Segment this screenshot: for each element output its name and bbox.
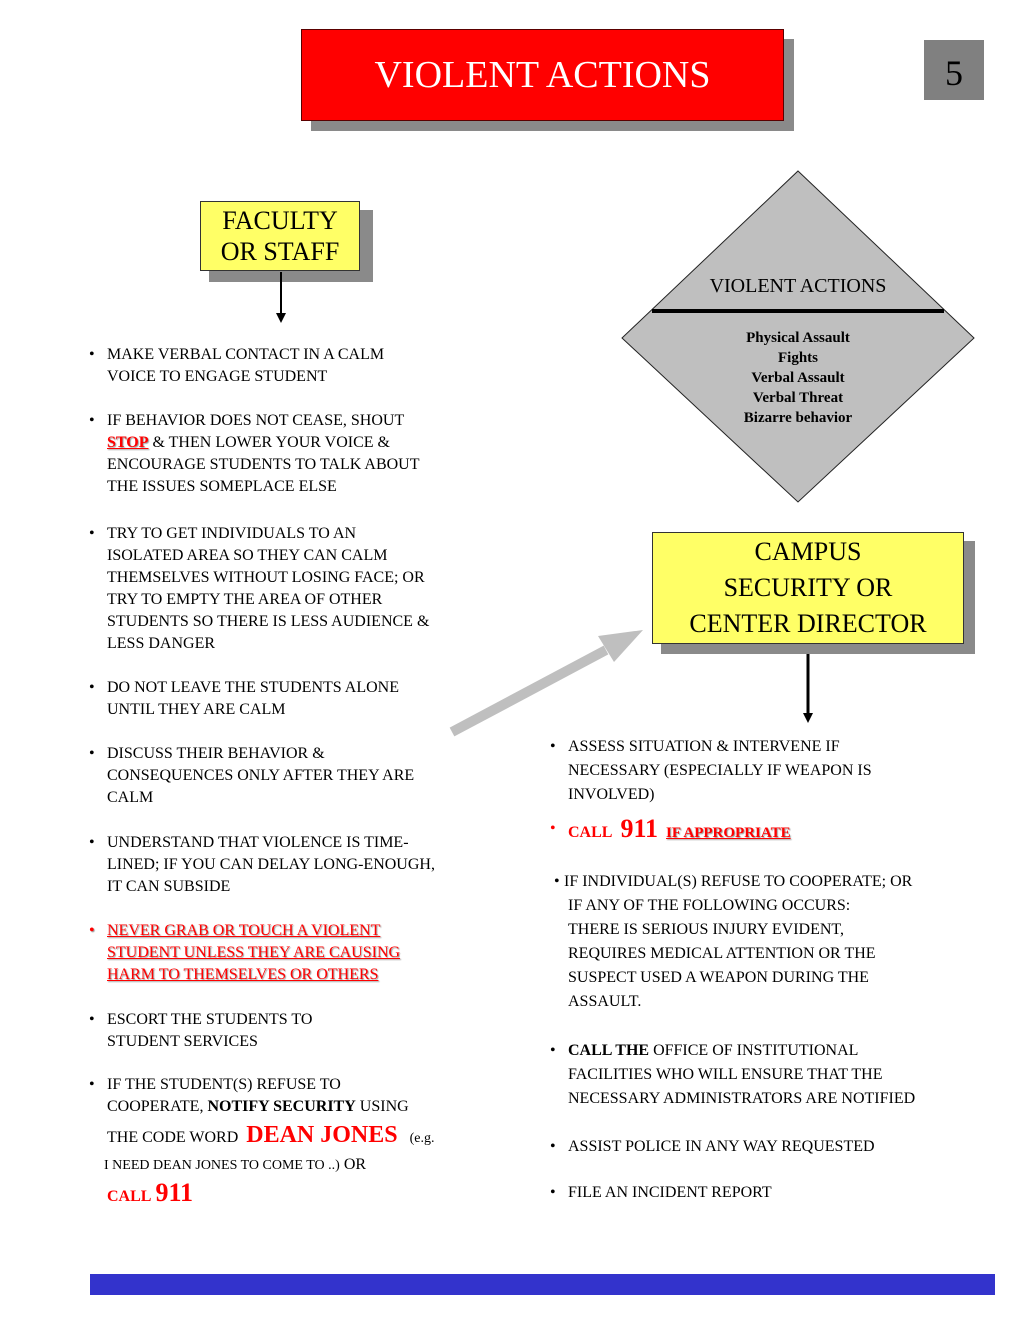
diamond-item: Fights bbox=[777, 350, 818, 366]
list-item: • IF THE STUDENT(S) REFUSE TO COOPERATE,… bbox=[89, 1076, 435, 1207]
list-item: • IF INDIVIDUAL(S) REFUSE TO COOPERATE; … bbox=[554, 873, 913, 1010]
list-item: • CALL 911 IF APPROPRIATE bbox=[550, 814, 791, 843]
security-line: CAMPUS bbox=[754, 537, 862, 567]
list-item: • ASSESS SITUATION & INTERVENE IF NECESS… bbox=[550, 738, 872, 803]
footer-bar bbox=[90, 1274, 995, 1295]
page-number: 5 bbox=[924, 40, 984, 100]
page-title: VIOLENT ACTIONS bbox=[301, 29, 784, 121]
list-item: • CALL THE OFFICE OF INSTITUTIONAL FACIL… bbox=[550, 1042, 916, 1107]
list-item: • MAKE VERBAL CONTACT IN A CALM VOICE TO… bbox=[89, 346, 385, 385]
diamond-item: Bizarre behavior bbox=[743, 410, 853, 426]
diamond-title: VIOLENT ACTIONS bbox=[709, 275, 887, 297]
code-word: DEAN JONES bbox=[246, 1122, 398, 1148]
list-item: • DISCUSS THEIR BEHAVIOR & CONSEQUENCES … bbox=[89, 745, 415, 806]
list-item: • IF BEHAVIOR DOES NOT CEASE, SHOUT STOP… bbox=[89, 412, 420, 495]
diamond-item: Verbal Threat bbox=[752, 390, 844, 406]
faculty-line: FACULTY bbox=[222, 205, 338, 235]
list-item: • DO NOT LEAVE THE STUDENTS ALONE UNTIL … bbox=[89, 679, 399, 718]
list-item: • ASSIST POLICE IN ANY WAY REQUESTED bbox=[550, 1138, 875, 1155]
list-item: • ESCORT THE STUDENTS TO STUDENT SERVICE… bbox=[89, 1011, 313, 1050]
list-item: • TRY TO GET INDIVIDUALS TO AN ISOLATED … bbox=[89, 525, 430, 652]
emergency-number: 911 bbox=[155, 1178, 194, 1207]
violent-actions-diamond bbox=[621, 170, 975, 503]
security-line: SECURITY OR bbox=[723, 573, 893, 603]
campus-security-box: CAMPUS SECURITY OR CENTER DIRECTOR bbox=[652, 532, 964, 644]
list-item-warning: • NEVER GRAB OR TOUCH A VIOLENT STUDENT … bbox=[89, 922, 401, 983]
emergency-number: 911 bbox=[620, 814, 659, 843]
faculty-staff-box: FACULTY OR STAFF bbox=[200, 201, 360, 271]
stop-word: STOP bbox=[107, 434, 149, 451]
diamond-items: Physical Assault Fights Verbal Assault V… bbox=[690, 328, 906, 428]
list-item: • UNDERSTAND THAT VIOLENCE IS TIME- LINE… bbox=[89, 834, 435, 895]
security-line: CENTER DIRECTOR bbox=[689, 608, 927, 638]
list-item: • FILE AN INCIDENT REPORT bbox=[550, 1184, 772, 1201]
gray-diagonal-arrow bbox=[449, 630, 643, 737]
diamond-item: Verbal Assault bbox=[751, 370, 845, 386]
diamond-item: Physical Assault bbox=[746, 330, 850, 346]
staff-line: OR STAFF bbox=[220, 237, 340, 266]
